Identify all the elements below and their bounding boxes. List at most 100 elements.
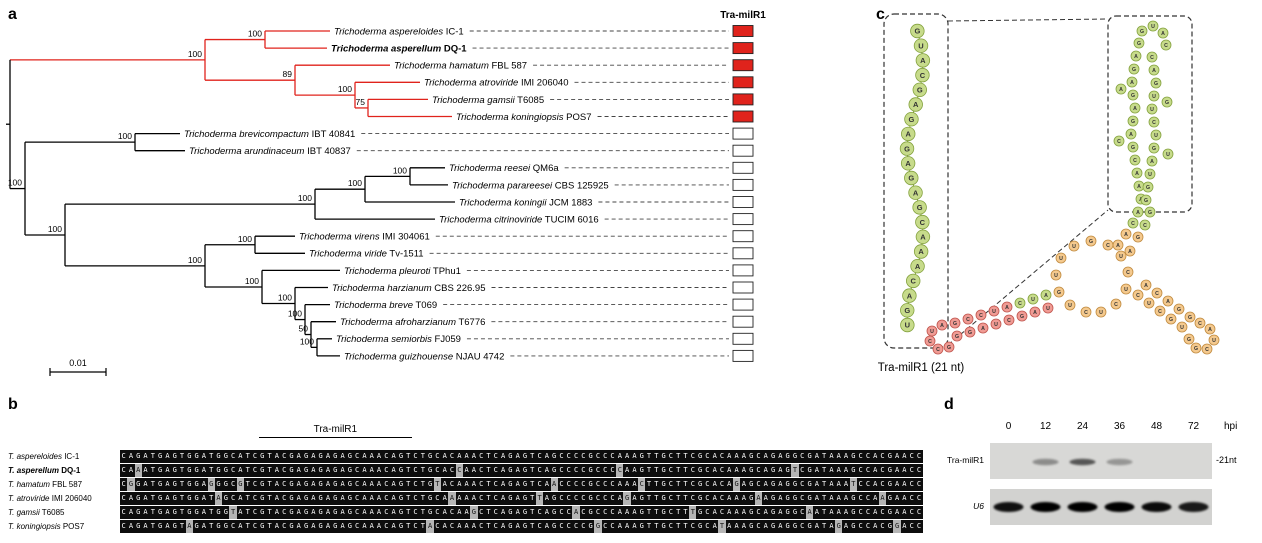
blot-u6 bbox=[990, 489, 1212, 525]
alignment-cell: C bbox=[856, 506, 865, 519]
alignment-cell: A bbox=[309, 478, 318, 491]
alignment-cell: C bbox=[477, 464, 485, 477]
alignment-cell: T bbox=[652, 464, 660, 477]
nucleotide-letter: C bbox=[1114, 302, 1118, 308]
alignment-cell: G bbox=[747, 450, 755, 463]
alignment-cell: G bbox=[258, 464, 266, 477]
hairpin-stem-circle bbox=[1120, 283, 1132, 295]
alignment-cell: G bbox=[171, 478, 179, 491]
nucleotide-letter: A bbox=[920, 233, 926, 242]
alignment-cell: A bbox=[127, 464, 135, 477]
alignment-cell: G bbox=[331, 464, 339, 477]
alignment-cell: T bbox=[178, 506, 186, 519]
hairpin-stem-circle bbox=[1154, 305, 1166, 317]
nucleotide-letter: C bbox=[920, 218, 926, 227]
alignment-cell: G bbox=[134, 492, 142, 505]
alignment-cell: G bbox=[696, 464, 704, 477]
hairpin-mature-circle bbox=[1130, 50, 1142, 62]
nucleotide-letter: G bbox=[1146, 185, 1150, 191]
alignment-cell: T bbox=[681, 450, 690, 463]
alignment-cell: G bbox=[346, 464, 354, 477]
alignment-cell: G bbox=[287, 492, 296, 505]
alignment-cell: T bbox=[265, 478, 274, 491]
alignment-cell: C bbox=[608, 492, 617, 505]
alignment-cell: A bbox=[871, 506, 879, 519]
alignment-cell: G bbox=[156, 506, 164, 519]
alignment-cell: A bbox=[338, 478, 347, 491]
alignment-cell: T bbox=[404, 492, 412, 505]
blot-band bbox=[1067, 502, 1098, 512]
taxon-label: Trichoderma afroharzianum T6776 bbox=[340, 317, 485, 328]
alignment-cell: A bbox=[499, 478, 507, 491]
nucleotide-letter: C bbox=[1133, 158, 1137, 164]
alignment-cell: C bbox=[689, 492, 697, 505]
alignment-cell: C bbox=[477, 478, 485, 491]
hairpin-mature-circle bbox=[1139, 219, 1151, 231]
alignment-cell: T bbox=[849, 478, 857, 491]
hairpin-mature-circle bbox=[1148, 116, 1160, 128]
alignment-cell: A bbox=[309, 464, 318, 477]
alignment-cell: A bbox=[273, 506, 281, 519]
nucleotide-letter: G bbox=[917, 203, 923, 212]
alignment-cell: G bbox=[346, 492, 354, 505]
alignment-cell: C bbox=[915, 450, 923, 463]
bootstrap-label: 100 bbox=[298, 193, 312, 203]
alignment-cell: C bbox=[572, 520, 580, 533]
alignment-cell: G bbox=[550, 464, 558, 477]
alignment-cell: C bbox=[856, 450, 865, 463]
alignment-cell: A bbox=[740, 478, 748, 491]
alignment-cell: C bbox=[864, 450, 872, 463]
alignment-cell: G bbox=[258, 520, 266, 533]
blot-band bbox=[1032, 458, 1059, 466]
mature-nucleotide-circle bbox=[906, 273, 921, 289]
alignment-cell: C bbox=[448, 520, 456, 533]
nucleotide-letter: G bbox=[1187, 337, 1191, 343]
alignment-cell: C bbox=[280, 478, 288, 491]
mature-nucleotide-circle bbox=[900, 317, 915, 333]
alignment-cell: G bbox=[886, 520, 894, 533]
alignment-cell: A bbox=[236, 506, 245, 519]
alignment-cell: T bbox=[178, 478, 186, 491]
nucleotide-letter: A bbox=[981, 326, 985, 332]
alignment-cell: G bbox=[346, 450, 354, 463]
nucleotide-letter: U bbox=[1152, 94, 1156, 100]
alignment-cell: A bbox=[200, 492, 208, 505]
alignment-cell: T bbox=[433, 478, 442, 491]
alignment-cell: C bbox=[411, 506, 420, 519]
taxon-label: Trichoderma viride Tv-1511 bbox=[309, 249, 424, 260]
alignment-cell: G bbox=[893, 520, 901, 533]
alignment-cell: A bbox=[871, 478, 879, 491]
nucleotide-letter: C bbox=[1155, 291, 1159, 297]
nucleotide-letter: U bbox=[1154, 133, 1158, 139]
alignment-cell: A bbox=[630, 478, 639, 491]
alignment-cell: A bbox=[630, 520, 639, 533]
alignment-cell: T bbox=[681, 464, 690, 477]
alignment-cell: G bbox=[849, 520, 857, 533]
alignment-cell: T bbox=[674, 478, 682, 491]
alignment-cell: A bbox=[499, 506, 507, 519]
alignment-cell: C bbox=[477, 520, 485, 533]
northern-blot-panel: 0 12 24 36 48 72 hpi Tra-milR1 -21nt U6 bbox=[940, 395, 1262, 543]
alignment-cell: C bbox=[878, 520, 887, 533]
bootstrap-label: 100 bbox=[48, 224, 62, 234]
alignment-cell: A bbox=[827, 464, 836, 477]
alignment-cell: A bbox=[141, 520, 150, 533]
nucleotide-letter: G bbox=[947, 345, 951, 351]
alignment-cell: A bbox=[309, 450, 318, 463]
alignment-cell: C bbox=[667, 506, 675, 519]
alignment-cell: C bbox=[754, 520, 763, 533]
alignment-cell: C bbox=[579, 464, 587, 477]
nucleotide-letter: C bbox=[1084, 310, 1088, 316]
nucleotide-letter: G bbox=[1020, 314, 1024, 320]
alignment-cell: C bbox=[120, 492, 128, 505]
hairpin-arm-circle bbox=[924, 335, 936, 347]
blot-band bbox=[1030, 502, 1061, 512]
tra-milr1-bracket-label: Tra-milR1 bbox=[313, 424, 358, 435]
alignment-cell: C bbox=[689, 520, 697, 533]
alignment-cell: G bbox=[805, 520, 814, 533]
blot-band bbox=[1069, 458, 1096, 466]
alignment-cell: C bbox=[798, 478, 806, 491]
timepoint-0: 0 bbox=[1005, 421, 1012, 432]
